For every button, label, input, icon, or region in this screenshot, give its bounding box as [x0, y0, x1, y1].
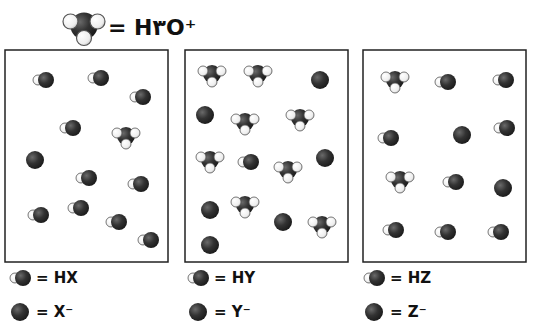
- hydronium-molecule: [63, 13, 105, 46]
- acid-molecule: [488, 224, 509, 240]
- legend-sample: [189, 303, 207, 321]
- legend-sample: [364, 270, 385, 286]
- anion: [26, 151, 44, 169]
- anion: [196, 106, 214, 124]
- solution-box: [363, 50, 526, 262]
- anion: [201, 236, 219, 254]
- acid-molecule: [68, 200, 89, 216]
- anion: [316, 149, 334, 167]
- acid-molecule: [493, 72, 514, 88]
- hydronium-icon: [63, 13, 105, 46]
- hydronium-molecule: [308, 216, 336, 238]
- acid-molecule: [435, 224, 456, 240]
- hydronium-molecule: [231, 196, 259, 218]
- acid-molecule: [106, 214, 127, 230]
- acid-molecule: [28, 207, 49, 223]
- hydronium-molecule: [112, 127, 140, 149]
- hydronium-molecule: [196, 151, 224, 173]
- legend-text: = Z⁻: [390, 303, 427, 321]
- acid-molecule: [494, 120, 515, 136]
- legend-sample: [10, 270, 31, 286]
- legend-sample: [365, 303, 383, 321]
- acid-molecule: [128, 176, 149, 192]
- acid-molecule: [130, 89, 151, 105]
- acid-molecule: [76, 170, 97, 186]
- acid-molecule: [88, 70, 109, 86]
- legend-text: = H۳O⁺: [108, 15, 196, 40]
- acid-molecule: [383, 222, 404, 238]
- hydronium-molecule: [381, 71, 409, 93]
- solution-box: [5, 50, 168, 262]
- acid-molecule: [60, 120, 81, 136]
- anion: [274, 213, 292, 231]
- hydronium-molecule: [244, 65, 272, 87]
- acid-molecule: [238, 154, 259, 170]
- anion: [494, 179, 512, 197]
- legend-sample: [188, 270, 209, 286]
- legend-sample: [11, 303, 29, 321]
- hydronium-molecule: [231, 113, 259, 135]
- acid-molecule: [435, 74, 456, 90]
- legend-text: = Y⁻: [214, 303, 251, 321]
- hydronium-molecule: [198, 65, 226, 87]
- solution-box: [185, 50, 348, 262]
- hydronium-molecule: [386, 171, 414, 193]
- acid-molecule: [33, 72, 54, 88]
- acid-molecule: [443, 174, 464, 190]
- legend-text: = HY: [214, 269, 255, 287]
- anion: [453, 126, 471, 144]
- anion: [311, 71, 329, 89]
- acid-molecule: [138, 232, 159, 248]
- legend-text: = HZ: [390, 269, 431, 287]
- hydronium-molecule: [274, 161, 302, 183]
- legend-text: = X⁻: [36, 303, 73, 321]
- legend-text: = HX: [36, 269, 78, 287]
- acid-molecule: [378, 130, 399, 146]
- anion: [201, 201, 219, 219]
- hydronium-molecule: [286, 109, 314, 131]
